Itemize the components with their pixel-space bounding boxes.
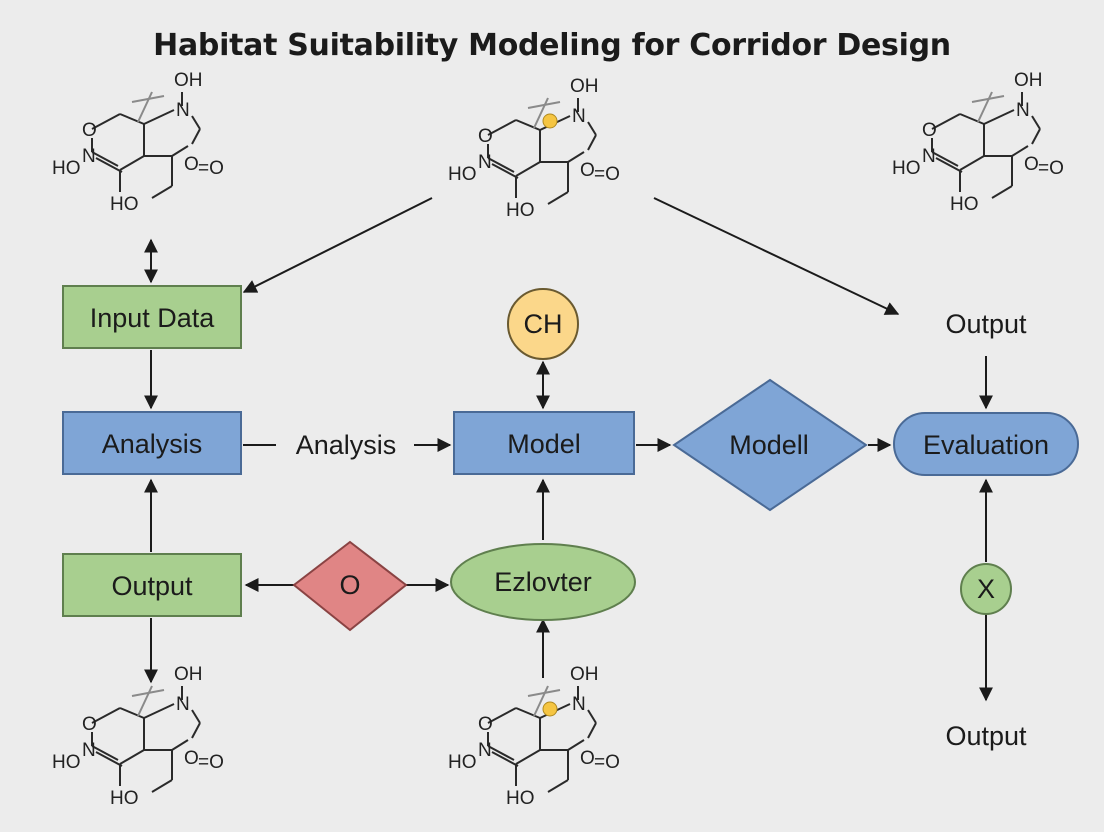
evaluation-node[interactable]: Evaluation bbox=[893, 412, 1079, 476]
molecule-bottom-left bbox=[51, 663, 225, 810]
evaluation-node-label: Evaluation bbox=[923, 430, 1049, 460]
o-node[interactable]: O bbox=[292, 540, 408, 632]
molecule-bottom-center bbox=[447, 663, 621, 810]
modell-node-label: Modell bbox=[729, 430, 809, 460]
molecule-top-center bbox=[447, 75, 621, 222]
analysis-node[interactable]: Analysis bbox=[62, 411, 242, 475]
output-bottom-right-label: Output bbox=[945, 721, 1027, 751]
molecule-top-right bbox=[891, 69, 1065, 216]
ch-node[interactable]: CH bbox=[507, 288, 579, 360]
edge-molecule-to-input bbox=[242, 197, 433, 293]
model-node-label: Model bbox=[507, 429, 581, 459]
ch-node-label: CH bbox=[524, 309, 563, 339]
o-node-label: O bbox=[339, 570, 360, 600]
x-node-label: X bbox=[977, 574, 995, 604]
input-data-node[interactable]: Input Data bbox=[62, 285, 242, 349]
analysis-edge-label: Analysis bbox=[296, 430, 397, 460]
ezlovter-node-label: Ezlovter bbox=[494, 567, 592, 597]
model-node[interactable]: Model bbox=[453, 411, 635, 475]
ezlovter-node[interactable]: Ezlovter bbox=[450, 543, 636, 621]
output-top-right-label: Output bbox=[945, 309, 1027, 339]
diagram-title: Habitat Suitability Modeling for Corrido… bbox=[153, 28, 951, 63]
x-node[interactable]: X bbox=[960, 563, 1012, 615]
edge-molecule-to-output bbox=[653, 197, 900, 315]
output-node[interactable]: Output bbox=[62, 553, 242, 617]
output-node-label: Output bbox=[111, 571, 193, 601]
input-data-label: Input Data bbox=[90, 303, 216, 333]
modell-node[interactable]: Modell bbox=[672, 378, 868, 512]
analysis-node-label: Analysis bbox=[102, 429, 203, 459]
molecule-top-left bbox=[51, 69, 225, 216]
